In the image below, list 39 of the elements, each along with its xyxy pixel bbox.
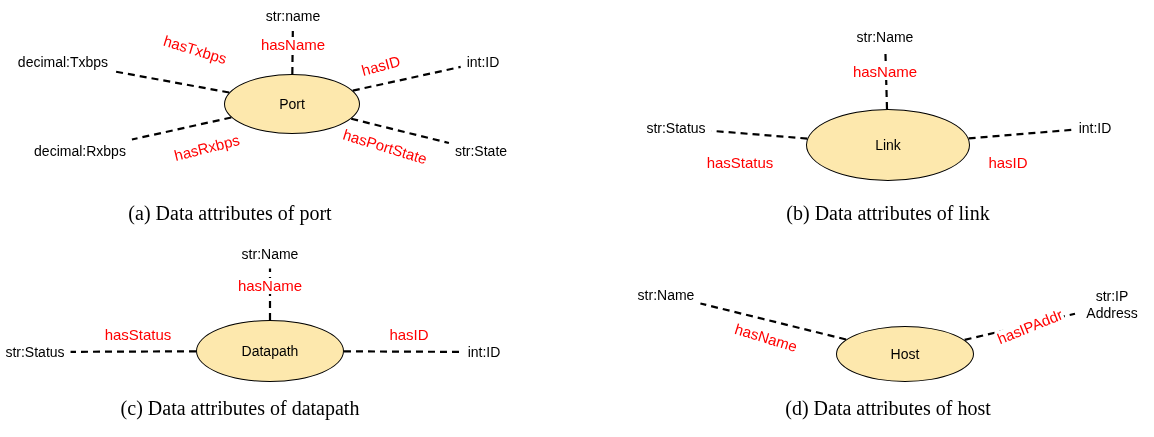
- dashed-connector: [291, 30, 294, 74]
- dashed-connector: [352, 65, 461, 92]
- attribute-text: str:name: [265, 7, 321, 25]
- edge-label: hasStatus: [705, 155, 775, 171]
- attribute-text: decimal:Rxbps: [34, 142, 126, 160]
- edge-label: hasID: [987, 155, 1029, 171]
- subfigure-caption: (d) Data attributes of host: [785, 396, 991, 421]
- edge-label: hasName: [259, 37, 327, 53]
- dashed-connector: [968, 128, 1073, 140]
- edge-label: hasID: [388, 327, 430, 343]
- dashed-connector: [344, 350, 462, 353]
- dashed-connector: [884, 51, 889, 110]
- attribute-text: int:ID: [466, 53, 500, 71]
- dashed-connector: [700, 302, 847, 341]
- ellipse-node: Host: [836, 326, 974, 382]
- ellipse-node: Link: [806, 109, 970, 181]
- edge-label: hasName: [236, 278, 304, 294]
- dashed-connector: [70, 350, 196, 353]
- attribute-text: str:Status: [5, 343, 65, 361]
- attribute-text: decimal:Txbps: [17, 53, 109, 71]
- edge-label: hasStatus: [103, 327, 173, 343]
- dashed-connector: [350, 117, 450, 145]
- ellipse-node: Datapath: [196, 320, 344, 382]
- attribute-text: str:State: [454, 142, 508, 160]
- attribute-text: str:Status: [646, 119, 706, 137]
- attribute-text: str:Name: [241, 245, 299, 263]
- dashed-connector: [113, 70, 230, 94]
- dashed-connector: [131, 116, 232, 141]
- subfigure-caption: (c) Data attributes of datapath: [120, 396, 360, 422]
- attribute-text: str:IP Address: [1081, 288, 1143, 322]
- attribute-text: str:Name: [637, 286, 695, 304]
- subfigure-caption: (b) Data attributes of link: [786, 201, 990, 226]
- attribute-text: str:Name: [856, 28, 914, 46]
- dashed-connector: [711, 129, 808, 140]
- attribute-text: int:ID: [467, 343, 501, 361]
- dashed-connector: [268, 268, 272, 320]
- subfigure-caption: (a) Data attributes of port: [128, 201, 332, 227]
- attribute-text: int:ID: [1078, 119, 1112, 137]
- edge-label: hasName: [851, 64, 919, 80]
